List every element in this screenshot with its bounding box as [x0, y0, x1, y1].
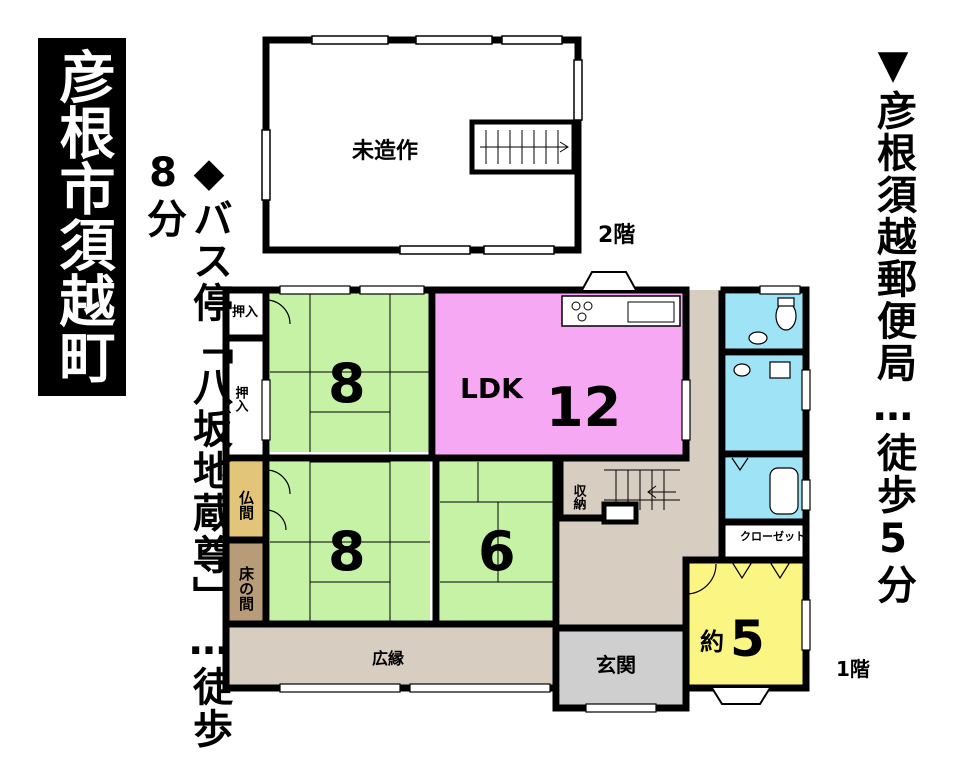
floor1-plan: 押入 押入 仏間 床の間 8 8 6 LDK 12 収納 クローゼット 約 5 … — [222, 271, 870, 713]
tatami-a-number: 8 — [328, 352, 366, 415]
floor2-plan: 未造作 2階 — [261, 35, 635, 255]
yaku-label: 約 — [700, 628, 724, 656]
yaku-number: 5 — [730, 610, 765, 668]
genkan-label: 玄関 — [596, 653, 636, 677]
hiroen-label: 広縁 — [372, 649, 404, 668]
title: 彦根市須越町 — [50, 48, 115, 384]
post-office-info: ▼彦根須越郵便局…徒歩5分 — [870, 42, 916, 606]
oshiire-side-label: 押入 — [233, 385, 249, 412]
tatami-c-number: 6 — [478, 520, 516, 583]
floor2-room-label: 未造作 — [352, 139, 418, 164]
oshiire-top-label: 押入 — [232, 304, 258, 320]
tatami-b-number: 8 — [328, 520, 366, 583]
ldk-label: LDK — [460, 372, 524, 405]
ldk-number: 12 — [546, 376, 621, 439]
butsuma-label: 仏間 — [237, 490, 255, 521]
tokonoma-label: 床の間 — [237, 565, 255, 612]
closet-label: クローゼット — [740, 529, 806, 543]
floor1-label: 1階 — [836, 657, 870, 681]
floor2-label: 2階 — [598, 223, 635, 248]
shuno-label: 収納 — [571, 484, 587, 511]
title-box: 彦根市須越町 — [38, 38, 126, 396]
